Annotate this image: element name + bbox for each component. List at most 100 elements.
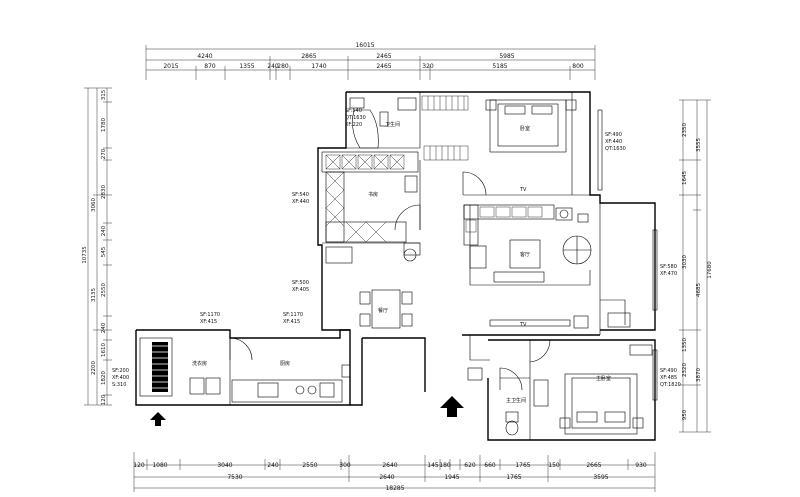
left-dim-inner-6: 545 bbox=[101, 246, 107, 257]
top-dim-2: 2865 bbox=[301, 53, 316, 60]
note-entry-1: SF:200 bbox=[112, 368, 129, 374]
bottom-dim-6: 300 bbox=[339, 462, 351, 469]
bottom-dim-8: 145 bbox=[427, 462, 439, 469]
left-dim-outer-1: 3060 bbox=[91, 198, 97, 212]
note-bath-1: SF:540 bbox=[345, 108, 362, 114]
right-dim-inner-4: 1350 bbox=[682, 338, 688, 352]
top-dim-r2-9: 5185 bbox=[492, 63, 507, 70]
note-dining-2: XF:405 bbox=[292, 287, 309, 293]
master-bedroom: 主卧室 SF:490 XF:485 QT:1820 bbox=[559, 344, 681, 435]
dining-room: 餐厅 SF:500 XF:405 bbox=[292, 280, 413, 329]
right-dimension-chain: 17680 3555 4685 3870 2350 1645 3030 1350… bbox=[679, 99, 713, 433]
top-dim-4: 5985 bbox=[499, 53, 514, 60]
right-dim-outer-3: 3870 bbox=[696, 368, 702, 382]
bottom-dim-5: 2550 bbox=[302, 462, 317, 469]
note-bath-2: QT:1630 bbox=[345, 115, 366, 121]
bottom-dim-r2-4: 1765 bbox=[506, 474, 521, 481]
note-master-2: XF:485 bbox=[660, 375, 677, 381]
bottom-dim-1: 120 bbox=[133, 462, 145, 469]
note-dining-1: SF:500 bbox=[292, 280, 309, 286]
note-living-2: XF:470 bbox=[660, 271, 677, 277]
top-dim-r2-10: 800 bbox=[572, 63, 584, 70]
top-dim-3: 2465 bbox=[376, 53, 391, 60]
left-dim-inner-2: 1780 bbox=[101, 118, 107, 132]
note-master-3: QT:1820 bbox=[660, 382, 681, 388]
room-label-dining: 餐厅 bbox=[378, 307, 388, 314]
top-dim-r2-8: 320 bbox=[422, 63, 434, 70]
note-utility-2: XF:415 bbox=[200, 319, 217, 325]
right-dim-inner-2: 1645 bbox=[682, 171, 688, 185]
top-bedroom: 卧室 SF:490 XF:440 QT:1630 TV bbox=[462, 99, 626, 196]
note-utility-1: SF:1170 bbox=[200, 312, 220, 318]
left-dim-inner-3: 270 bbox=[101, 148, 107, 159]
left-dim-inner-11: 120 bbox=[101, 394, 107, 405]
bottom-dim-r2-5: 3595 bbox=[593, 474, 608, 481]
left-dim-overall: 10735 bbox=[82, 246, 88, 264]
room-label-master-bath: 主卫生间 bbox=[506, 397, 526, 404]
note-bedroom-3: QT:1630 bbox=[605, 146, 626, 152]
bottom-dim-13: 150 bbox=[548, 462, 560, 469]
note-bath-3: XF:220 bbox=[345, 122, 362, 128]
top-dim-r2-3: 1355 bbox=[239, 63, 254, 70]
top-dim-r2-5: 280 bbox=[277, 63, 289, 70]
top-dim-r2-2: 870 bbox=[204, 63, 216, 70]
note-living-1: SF:580 bbox=[660, 264, 677, 270]
utility-room: 洗衣房 SF:1170 XF:415 SF:200 XF:400 S:310 bbox=[112, 312, 253, 397]
kitchen-room: 厨房 SF:1170 XF:415 bbox=[231, 312, 351, 403]
left-dim-inner-1: 315 bbox=[101, 89, 107, 100]
left-dim-inner-8: 240 bbox=[101, 322, 107, 333]
left-dim-outer-3: 2200 bbox=[91, 361, 97, 375]
right-dim-inner-5: 2320 bbox=[682, 363, 688, 377]
bottom-dimension-chain: 120 1080 3040 240 2550 300 2640 145 180 … bbox=[133, 452, 656, 492]
bottom-dim-2: 1080 bbox=[152, 462, 167, 469]
left-dim-inner-5: 240 bbox=[101, 225, 107, 236]
left-dim-outer-2: 3135 bbox=[91, 288, 97, 302]
interior-walls bbox=[229, 92, 658, 440]
note-bedroom-2: XF:440 bbox=[605, 139, 622, 145]
note-kitchen-2: XF:415 bbox=[283, 319, 300, 325]
note-kitchen-1: SF:1170 bbox=[283, 312, 303, 318]
note-bedroom-1: SF:490 bbox=[605, 132, 622, 138]
top-dim-r2-4: 240 bbox=[267, 63, 279, 70]
bottom-dim-r2-2: 2640 bbox=[379, 474, 394, 481]
top-bathroom: 卫生间 SF:540 QT:1630 XF:220 bbox=[345, 95, 469, 161]
bottom-dim-12: 1765 bbox=[515, 462, 530, 469]
right-dim-inner-6: 950 bbox=[682, 409, 688, 420]
room-label-study: 书房 bbox=[368, 191, 378, 198]
study-room: 书房 SF:540 XF:440 bbox=[292, 151, 421, 264]
bottom-dim-15: 930 bbox=[635, 462, 647, 469]
bottom-dim-r2-3: 1945 bbox=[444, 474, 459, 481]
bottom-dim-overall: 18285 bbox=[385, 485, 404, 492]
right-dim-outer-2: 4685 bbox=[696, 283, 702, 297]
tv-label-bottom: TV bbox=[519, 322, 527, 328]
bottom-dim-10: 620 bbox=[464, 462, 476, 469]
note-entry-2: XF:400 bbox=[112, 375, 129, 381]
bottom-dim-9: 180 bbox=[439, 462, 451, 469]
tv-label-top: TV bbox=[519, 187, 527, 193]
top-dimension-chain: 16015 4240 2865 2465 5985 2015 870 1355 … bbox=[145, 42, 596, 80]
top-dim-1: 4240 bbox=[197, 53, 212, 60]
exterior-walls bbox=[135, 91, 656, 441]
room-label-kitchen: 厨房 bbox=[280, 360, 290, 367]
top-dim-r2-6: 1740 bbox=[311, 63, 326, 70]
bottom-dim-4: 240 bbox=[267, 462, 279, 469]
note-entry-3: S:310 bbox=[112, 382, 126, 388]
right-dim-outer-1: 3555 bbox=[696, 138, 702, 152]
bottom-dim-14: 2665 bbox=[586, 462, 601, 469]
bottom-dim-3: 3040 bbox=[217, 462, 232, 469]
left-dim-inner-10: 1820 bbox=[101, 371, 107, 385]
left-dim-inner-9: 1610 bbox=[101, 343, 107, 357]
bottom-dim-11: 660 bbox=[484, 462, 496, 469]
left-dim-inner-7: 2550 bbox=[101, 283, 107, 297]
left-dim-inner-4: 2830 bbox=[101, 185, 107, 199]
note-study-2: XF:440 bbox=[292, 199, 309, 205]
master-bathroom: 主卫生间 bbox=[467, 335, 551, 436]
right-dim-inner-3: 3030 bbox=[682, 255, 688, 269]
note-master-1: SF:490 bbox=[660, 368, 677, 374]
left-dimension-chain: 10735 3060 3135 2200 315 1780 270 2830 2… bbox=[82, 87, 112, 405]
top-dim-r2-7: 2465 bbox=[376, 63, 391, 70]
top-dim-r2-1: 2015 bbox=[163, 63, 178, 70]
bottom-dim-r2-1: 7530 bbox=[227, 474, 242, 481]
